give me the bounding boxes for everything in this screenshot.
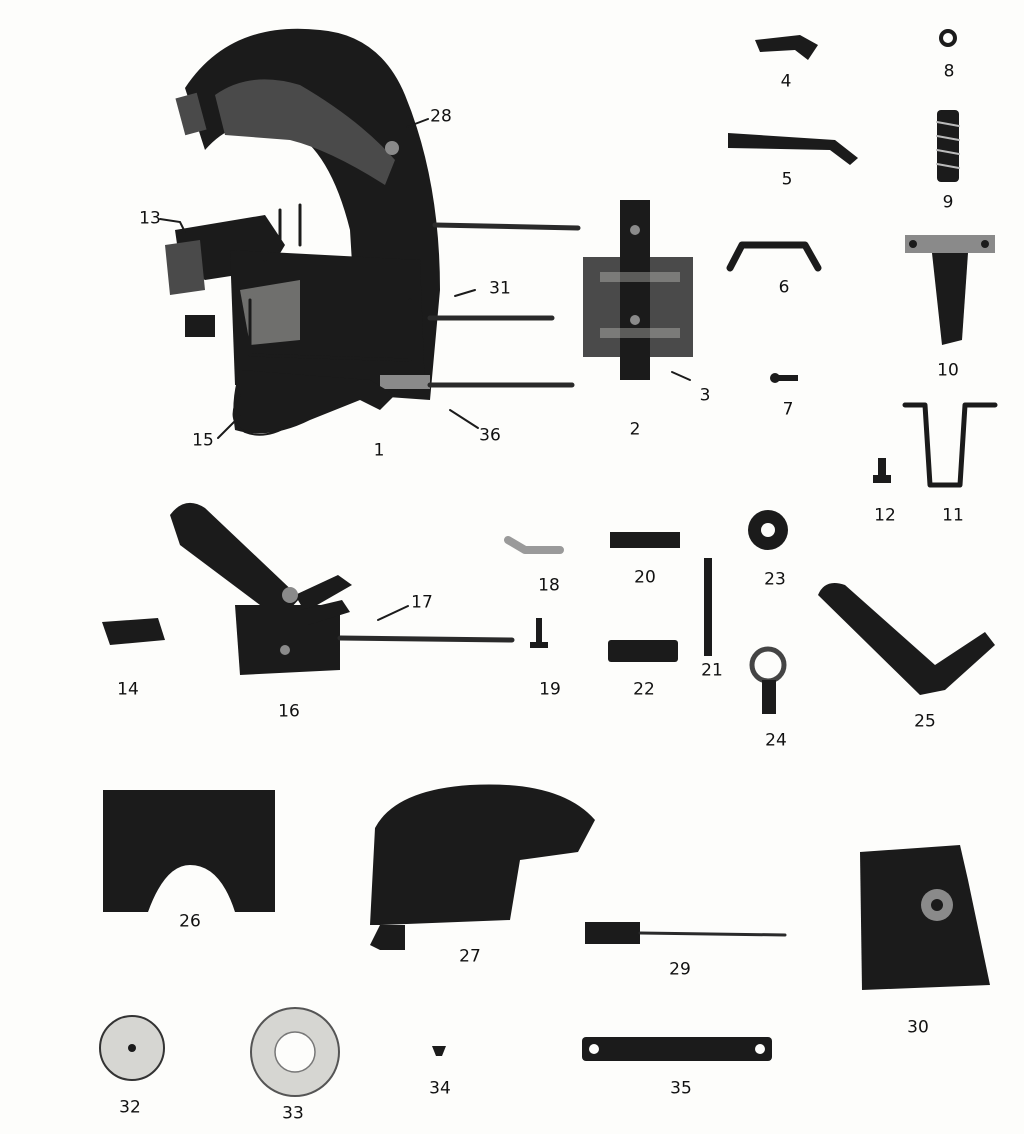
part-2-terminal-block — [583, 200, 693, 381]
part-8-nut — [939, 29, 957, 47]
label-part-16: 16 — [278, 701, 300, 722]
label-part-26: 26 — [179, 911, 201, 932]
part-4-bracket — [755, 35, 818, 60]
part-20-sleeve — [610, 532, 680, 548]
label-part-13: 13 — [139, 208, 161, 229]
part-1-main-assembly — [159, 28, 581, 439]
part-32-washer — [99, 1015, 165, 1081]
label-part-1: 1 — [373, 440, 385, 461]
label-part-7: 7 — [782, 399, 794, 420]
part-26-insulator-block — [103, 790, 275, 912]
label-part-20: 20 — [634, 567, 656, 588]
label-part-9: 9 — [942, 192, 954, 213]
label-part-18: 18 — [538, 575, 560, 596]
part-16-switch-assembly — [170, 502, 515, 675]
part-11-bracket — [902, 402, 998, 488]
part-30-frame — [860, 845, 990, 990]
label-part-10: 10 — [937, 360, 959, 381]
part-29-rod-with-end — [585, 922, 787, 944]
part-12-bolt — [873, 458, 891, 483]
label-part-14: 14 — [117, 679, 139, 700]
label-part-29: 29 — [669, 959, 691, 980]
label-part-4: 4 — [780, 71, 792, 92]
label-part-31: 31 — [489, 278, 511, 299]
label-part-19: 19 — [539, 679, 561, 700]
label-part-36: 36 — [479, 425, 501, 446]
part-34-small-nut — [432, 1046, 446, 1056]
label-part-15: 15 — [192, 430, 214, 451]
part-6-strap — [726, 241, 822, 272]
label-part-2: 2 — [629, 419, 641, 440]
label-part-22: 22 — [633, 679, 655, 700]
part-10-clip — [905, 235, 995, 345]
label-part-12: 12 — [874, 505, 896, 526]
part-35-braided-strap — [582, 1037, 772, 1061]
label-part-8: 8 — [943, 61, 955, 82]
label-part-33: 33 — [282, 1103, 304, 1124]
part-33-large-washer — [250, 1007, 340, 1097]
label-part-6: 6 — [778, 277, 790, 298]
part-27-arc-chute-cover — [370, 784, 595, 950]
label-part-11: 11 — [942, 505, 964, 526]
part-25-lever-arm — [818, 582, 995, 695]
label-part-28: 28 — [430, 106, 452, 127]
part-22-sleeve — [608, 640, 678, 662]
label-part-27: 27 — [459, 946, 481, 967]
label-part-17: 17 — [411, 592, 433, 613]
part-5-lever — [728, 133, 858, 165]
label-part-30: 30 — [907, 1017, 929, 1038]
part-18-pin — [504, 536, 564, 554]
label-part-5: 5 — [781, 169, 793, 190]
part-9-spring — [936, 110, 960, 182]
label-part-25: 25 — [914, 711, 936, 732]
label-part-35: 35 — [670, 1078, 692, 1099]
label-part-23: 23 — [764, 569, 786, 590]
label-part-34: 34 — [429, 1078, 451, 1099]
label-part-3: 3 — [699, 385, 711, 406]
part-24-terminal-lug — [749, 646, 787, 714]
part-21-long-screw — [704, 558, 712, 656]
label-part-21: 21 — [701, 660, 723, 681]
part-23-grommet — [748, 510, 788, 550]
part-14-clamp — [102, 618, 165, 645]
label-part-24: 24 — [765, 730, 787, 751]
part-19-rivet — [530, 618, 548, 648]
part-7-screw — [770, 373, 798, 383]
label-part-32: 32 — [119, 1097, 141, 1118]
